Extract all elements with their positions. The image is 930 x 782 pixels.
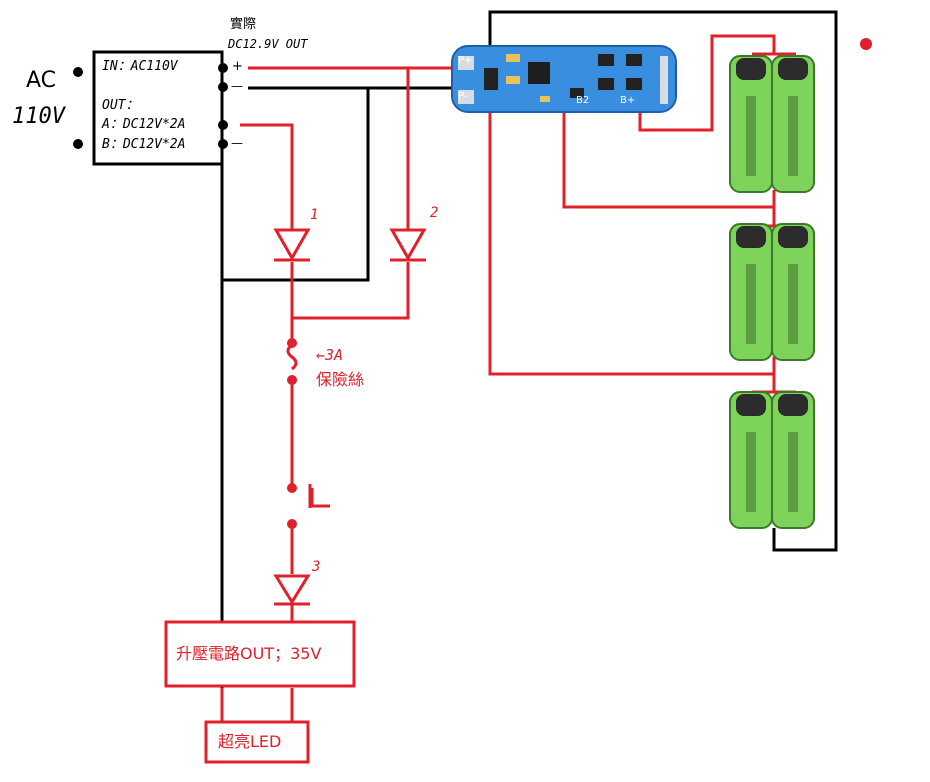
psu-b-minus-sign: — (231, 136, 243, 150)
led-label: 超亮LED (218, 732, 282, 751)
fuse-rating-label: ←3A (316, 346, 344, 364)
diode-3-label: 3 (312, 559, 321, 575)
ac-terminal-bottom (73, 139, 83, 149)
battery-pack (729, 55, 815, 529)
battery-cell (771, 55, 815, 193)
fuse-label: 保險絲 (316, 370, 365, 389)
ac-terminal-top (73, 67, 83, 77)
psu-plus-sign: + (232, 59, 243, 74)
red-dot-marker (860, 38, 872, 50)
fuse-node-top (287, 338, 297, 348)
bms-board (451, 45, 677, 113)
fuse-symbol (286, 343, 298, 371)
bms-p-plus-label: P+ (458, 55, 473, 66)
bms-b-plus-label: B+ (620, 95, 636, 106)
diode-2-label: 2 (430, 205, 439, 221)
power-supply-box (92, 50, 224, 166)
switch-node-bottom (287, 519, 297, 529)
diode-3 (273, 574, 311, 606)
battery-cell (771, 391, 815, 529)
battery-cell (729, 223, 773, 361)
black-wires (220, 10, 838, 722)
battery-cell (729, 391, 773, 529)
psu-out-label: OUT： (102, 98, 139, 113)
actual-title: 實際 (230, 17, 257, 32)
boost-circuit-label: 升壓電路OUT；35V (176, 644, 322, 663)
psu-b-label: B：DC12V*2A (102, 137, 186, 152)
battery-cell (729, 55, 773, 193)
switch-node-top (287, 483, 297, 493)
psu-b-plus-terminal (218, 120, 228, 130)
bms-b2-label: B2 (576, 95, 590, 106)
diode-1-label: 1 (310, 207, 319, 223)
psu-minus-sign: — (231, 79, 243, 93)
psu-in-label: IN：AC110V (102, 59, 178, 74)
actual-output-label: DC12.9V OUT (228, 37, 308, 51)
psu-a-label: A：DC12V*2A (102, 117, 186, 132)
led-box (204, 720, 310, 764)
red-wires (220, 34, 796, 722)
diode-1 (273, 228, 311, 262)
psu-out-plus-terminal (218, 63, 228, 73)
boost-circuit-box (164, 620, 356, 688)
psu-out-minus-terminal (218, 82, 228, 92)
ac-label: AC (26, 68, 57, 93)
diode-2 (389, 228, 427, 262)
ac-voltage-label: 110V (12, 104, 65, 129)
fuse-node-bottom (287, 375, 297, 385)
battery-cell (771, 223, 815, 361)
bms-p-minus-label: P- (458, 91, 468, 102)
